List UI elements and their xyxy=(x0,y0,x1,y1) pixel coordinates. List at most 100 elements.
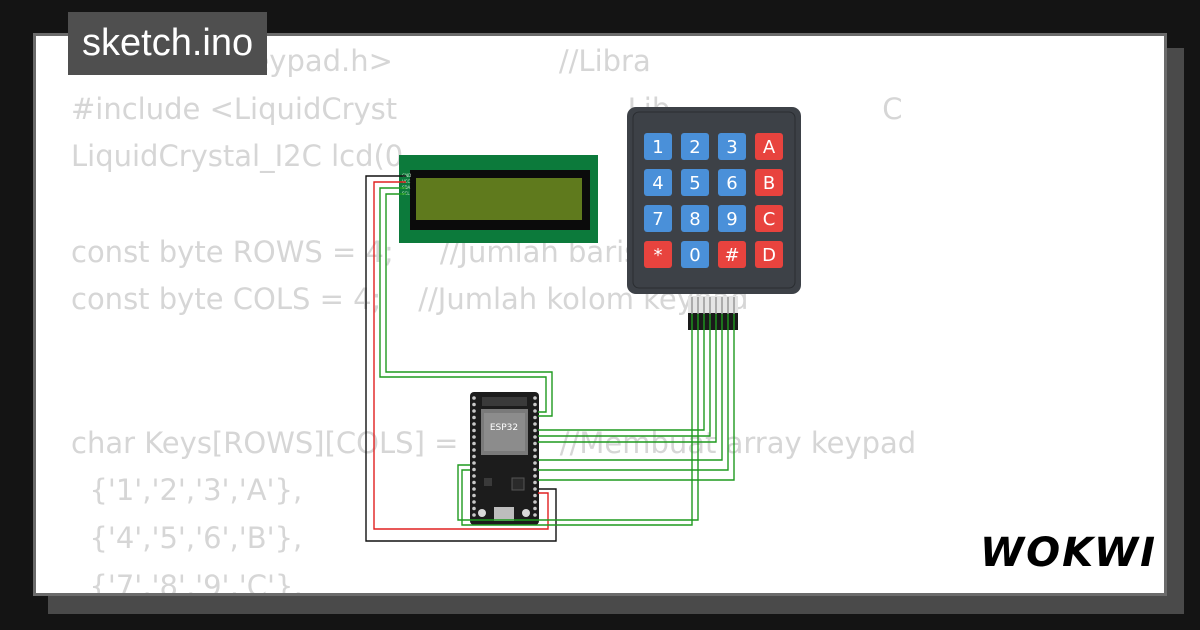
code-line: {'4','5','6','B'}, xyxy=(71,520,303,555)
esp32-pin xyxy=(533,480,537,485)
lcd-pin-gnd: GND xyxy=(402,173,411,178)
esp32-pin xyxy=(533,461,537,465)
esp32-pin xyxy=(472,467,476,472)
keypad-key-label: 6 xyxy=(726,173,737,194)
wire-scl xyxy=(385,193,553,417)
esp32-pin xyxy=(472,461,476,465)
keypad-key-1[interactable]: 1 xyxy=(644,133,672,160)
wire-keypad-7 xyxy=(538,314,729,471)
esp32-pin xyxy=(472,474,476,478)
keypad-key-8[interactable]: 8 xyxy=(681,205,709,232)
esp32-pin xyxy=(533,402,537,407)
keypad-key-label: B xyxy=(763,173,775,194)
keypad-key-label: 7 xyxy=(652,209,663,230)
code-line: {'7','8','9','C'}, xyxy=(71,568,303,596)
esp32-label: ESP32 xyxy=(490,423,518,433)
esp32-pin xyxy=(472,409,476,413)
esp32-pin xyxy=(472,480,476,485)
esp32-pin xyxy=(472,422,476,426)
keypad-key-label: 1 xyxy=(652,137,663,158)
keypad-connector xyxy=(688,296,738,330)
esp32-pin xyxy=(533,487,537,491)
wires xyxy=(365,175,735,542)
keypad-key-0[interactable]: 0 xyxy=(681,241,709,268)
lcd-pin-vcc: VCC xyxy=(402,179,411,184)
esp32-pin xyxy=(533,409,537,413)
lcd-display[interactable] xyxy=(399,155,598,243)
esp32-pin xyxy=(533,422,537,426)
wire-keypad-5 xyxy=(538,314,717,443)
esp32-pin xyxy=(472,454,476,459)
esp32-pin xyxy=(533,396,537,400)
keypad-key-label: * xyxy=(654,245,663,266)
esp32-board[interactable]: ESP32 xyxy=(470,392,539,525)
esp32-pin xyxy=(472,428,476,433)
wire-vcc xyxy=(373,181,549,530)
keypad-key-*[interactable]: * xyxy=(644,241,672,268)
keypad-key-5[interactable]: 5 xyxy=(681,169,709,196)
keypad-key-label: 5 xyxy=(689,173,700,194)
esp32-pin xyxy=(472,493,476,498)
esp32-pin xyxy=(472,500,476,504)
esp32-pin xyxy=(533,513,537,517)
esp32-pin xyxy=(533,448,537,452)
keypad-key-label: # xyxy=(724,245,739,266)
keypad-key-label: D xyxy=(762,245,776,266)
keypad-key-2[interactable]: 2 xyxy=(681,133,709,160)
code-line: LiquidCrystal_I2C lcd(0 Al xyxy=(71,139,681,174)
keypad-key-label: 3 xyxy=(726,137,737,158)
wire-gnd xyxy=(365,175,557,542)
esp32-pin xyxy=(472,448,476,452)
esp32-pin xyxy=(533,474,537,478)
wire-sda xyxy=(379,187,547,413)
wire-keypad-1 xyxy=(461,314,693,526)
wire-keypad-6 xyxy=(538,314,723,461)
sketch-title: sketch.ino xyxy=(68,12,268,75)
keypad-key-A[interactable]: A xyxy=(755,133,783,160)
keypad-key-label: 8 xyxy=(689,209,700,230)
keypad-key-3[interactable]: 3 xyxy=(718,133,746,160)
wire-keypad-4 xyxy=(538,314,711,437)
wire-keypad-8 xyxy=(538,314,735,481)
esp32-pin xyxy=(533,500,537,504)
esp32-pin xyxy=(533,467,537,472)
keypad-key-label: 0 xyxy=(689,245,700,266)
esp32-pin xyxy=(533,428,537,433)
keypad-key-7[interactable]: 7 xyxy=(644,205,672,232)
keypad-key-#[interactable]: # xyxy=(718,241,746,268)
keypad-key-B[interactable]: B xyxy=(755,169,783,196)
keypad-key-9[interactable]: 9 xyxy=(718,205,746,232)
esp32-pin xyxy=(472,441,476,446)
keypad-key-4[interactable]: 4 xyxy=(644,169,672,196)
esp32-pin xyxy=(533,493,537,498)
keypad-key-D[interactable]: D xyxy=(755,241,783,268)
esp32-pin xyxy=(533,454,537,459)
keypad-key-C[interactable]: C xyxy=(755,205,783,232)
esp32-pin xyxy=(472,435,476,439)
code-line: char Keys[ROWS][COLS] = { //Membuat arra… xyxy=(71,425,917,460)
esp32-pin xyxy=(472,415,476,420)
keypad-key-label: 9 xyxy=(726,209,737,230)
esp32-pin xyxy=(472,396,476,400)
esp32-pin xyxy=(472,487,476,491)
esp32-pin xyxy=(533,441,537,446)
esp32-pin xyxy=(533,506,537,511)
lcd-pin-scl: SCL xyxy=(402,191,410,196)
keypad-key-label: 4 xyxy=(652,173,663,194)
keypad-key-label: C xyxy=(763,209,776,230)
esp32-pins xyxy=(472,396,537,517)
esp32-pin xyxy=(472,402,476,407)
keypad-key-label: 2 xyxy=(689,137,700,158)
lcd-pin-labels: GND VCC SDA SCL xyxy=(402,173,411,196)
keypad-key-label: A xyxy=(763,137,776,158)
wire-keypad-3 xyxy=(538,314,705,431)
wokwi-logo-text: WOKWI xyxy=(980,530,1157,576)
esp32-pin xyxy=(533,415,537,420)
wire-keypad-2 xyxy=(457,314,699,521)
keypad-key-6[interactable]: 6 xyxy=(718,169,746,196)
wokwi-logo[interactable]: WOKWI xyxy=(980,530,1157,576)
esp32-pin xyxy=(533,435,537,439)
esp32-pin xyxy=(472,513,476,517)
code-line: {'1','2','3','A'}, xyxy=(71,473,303,508)
